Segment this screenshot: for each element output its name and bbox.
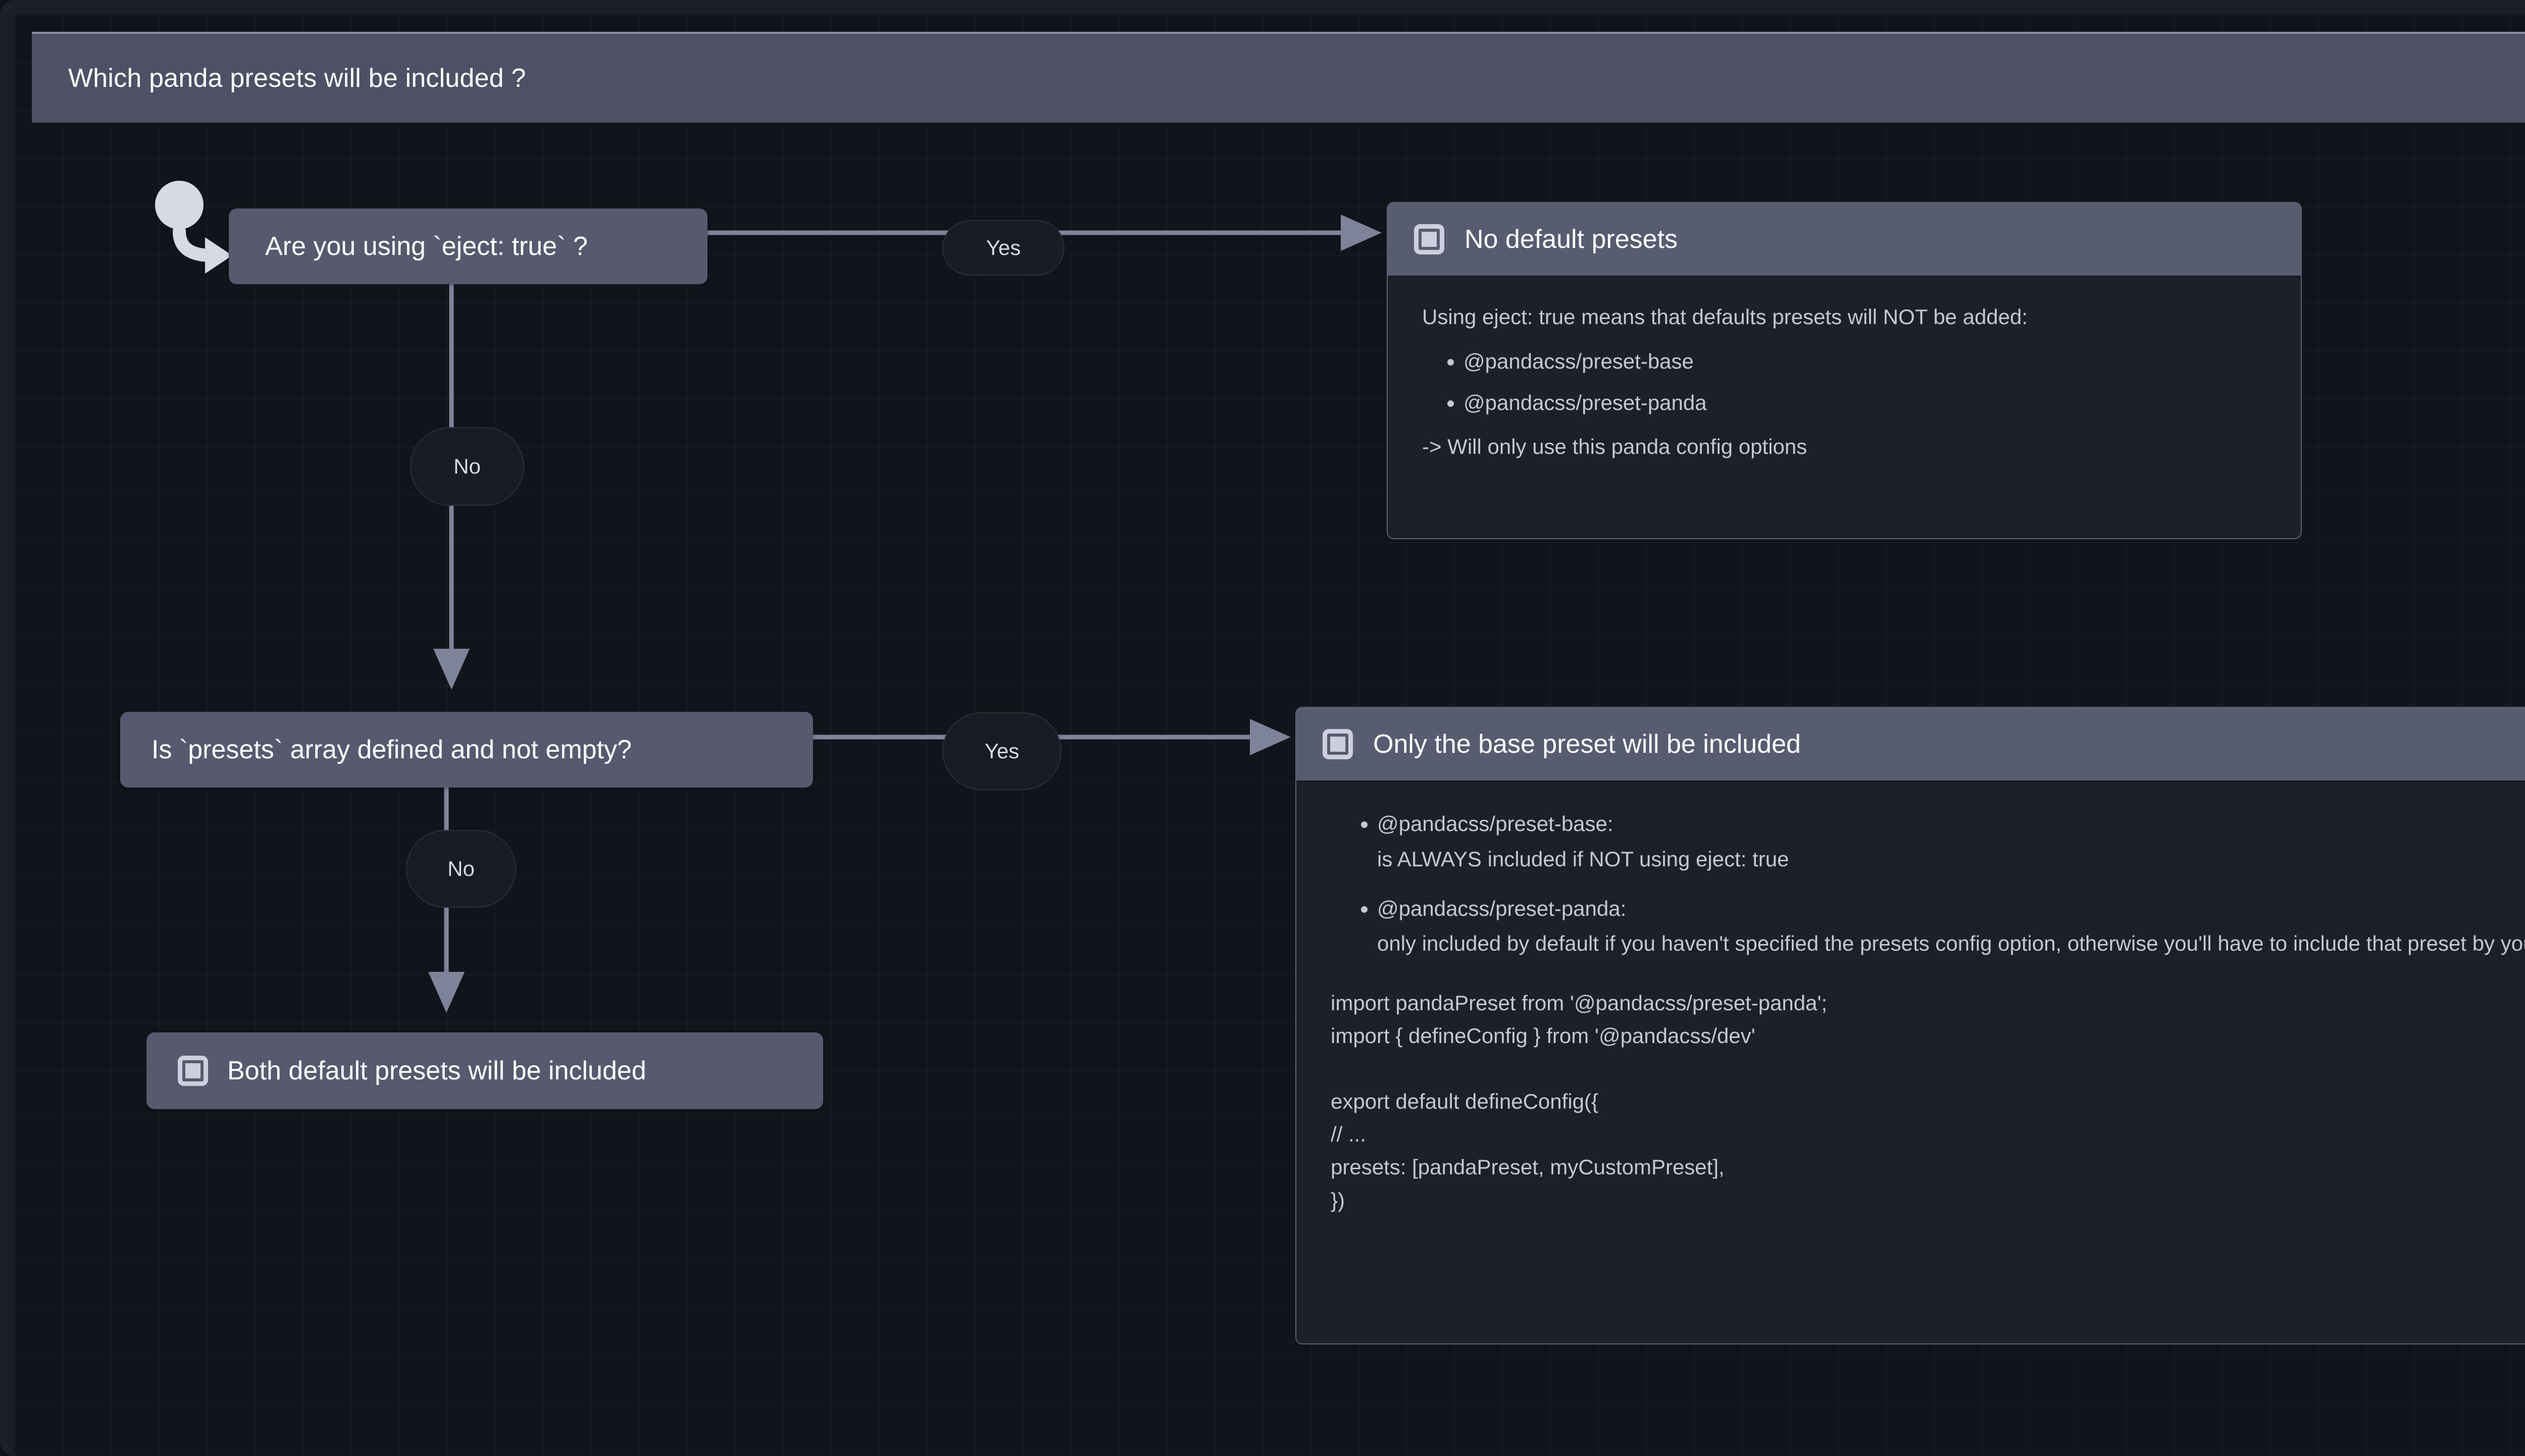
node-label: Both default presets will be included xyxy=(227,1056,646,1085)
node-decision-presets[interactable]: Is `presets` array defined and not empty… xyxy=(120,712,813,788)
list-item-main: @pandacss/preset-panda: xyxy=(1377,896,1627,920)
node-label: Is `presets` array defined and not empty… xyxy=(152,735,632,764)
note-square-icon xyxy=(1323,729,1353,759)
note-header: No default presets xyxy=(1388,203,2301,277)
edge-label-yes-presets[interactable]: Yes xyxy=(942,712,1062,790)
edge-label-no-presets[interactable]: No xyxy=(406,830,516,908)
node-label: Are you using `eject: true` ? xyxy=(265,232,588,261)
note-outro-text: -> Will only use this panda config optio… xyxy=(1422,435,1807,459)
note-body: Using eject: true means that defaults pr… xyxy=(1388,277,2301,507)
edge-label-text: Yes xyxy=(986,236,1021,259)
page-title: Which panda presets will be included ? xyxy=(68,64,526,93)
note-base-preset-only[interactable]: Only the base preset will be included @p… xyxy=(1295,707,2525,1344)
list-item-sub: only included by default if you haven't … xyxy=(1377,931,2525,956)
code-snippet: import pandaPreset from '@pandacss/prese… xyxy=(1331,991,1828,1212)
list-item: @pandacss/preset-panda xyxy=(1463,389,2266,417)
list-item: @pandacss/preset-panda: only included by… xyxy=(1377,895,2525,958)
note-bullet-list: @pandacss/preset-base: is ALWAYS include… xyxy=(1331,810,2525,957)
node-both-default-presets[interactable]: Both default presets will be included xyxy=(146,1032,823,1109)
note-header: Only the base preset will be included xyxy=(1296,708,2525,782)
edge-label-text: No xyxy=(447,857,475,880)
list-item: @pandacss/preset-base xyxy=(1463,348,2266,375)
flowchart-canvas[interactable]: Which panda presets will be included ? A… xyxy=(14,14,2525,1456)
node-decision-eject[interactable]: Are you using `eject: true` ? xyxy=(229,209,708,284)
note-intro-text: Using eject: true means that defaults pr… xyxy=(1422,305,2028,329)
note-title: Only the base preset will be included xyxy=(1373,730,1801,759)
note-square-icon xyxy=(178,1056,208,1086)
edge-label-text: No xyxy=(453,454,481,478)
edge-label-text: Yes xyxy=(984,739,1020,763)
diagram-title-bar: Which panda presets will be included ? xyxy=(32,32,2525,123)
list-item-main: @pandacss/preset-base: xyxy=(1377,812,1613,836)
note-square-icon xyxy=(1414,224,1444,254)
edge-label-yes-eject[interactable]: Yes xyxy=(942,220,1065,276)
note-no-default-presets[interactable]: No default presets Using eject: true mea… xyxy=(1387,202,2302,539)
list-item: @pandacss/preset-base: is ALWAYS include… xyxy=(1377,810,2525,873)
note-bullet-list: @pandacss/preset-base @pandacss/preset-p… xyxy=(1422,348,2266,417)
note-title: No default presets xyxy=(1464,225,1678,254)
edge-label-no-eject[interactable]: No xyxy=(410,427,524,506)
list-item-sub: is ALWAYS included if NOT using eject: t… xyxy=(1377,847,1789,871)
note-body: @pandacss/preset-base: is ALWAYS include… xyxy=(1296,782,2525,1246)
start-node-circle-arrow xyxy=(155,181,232,274)
